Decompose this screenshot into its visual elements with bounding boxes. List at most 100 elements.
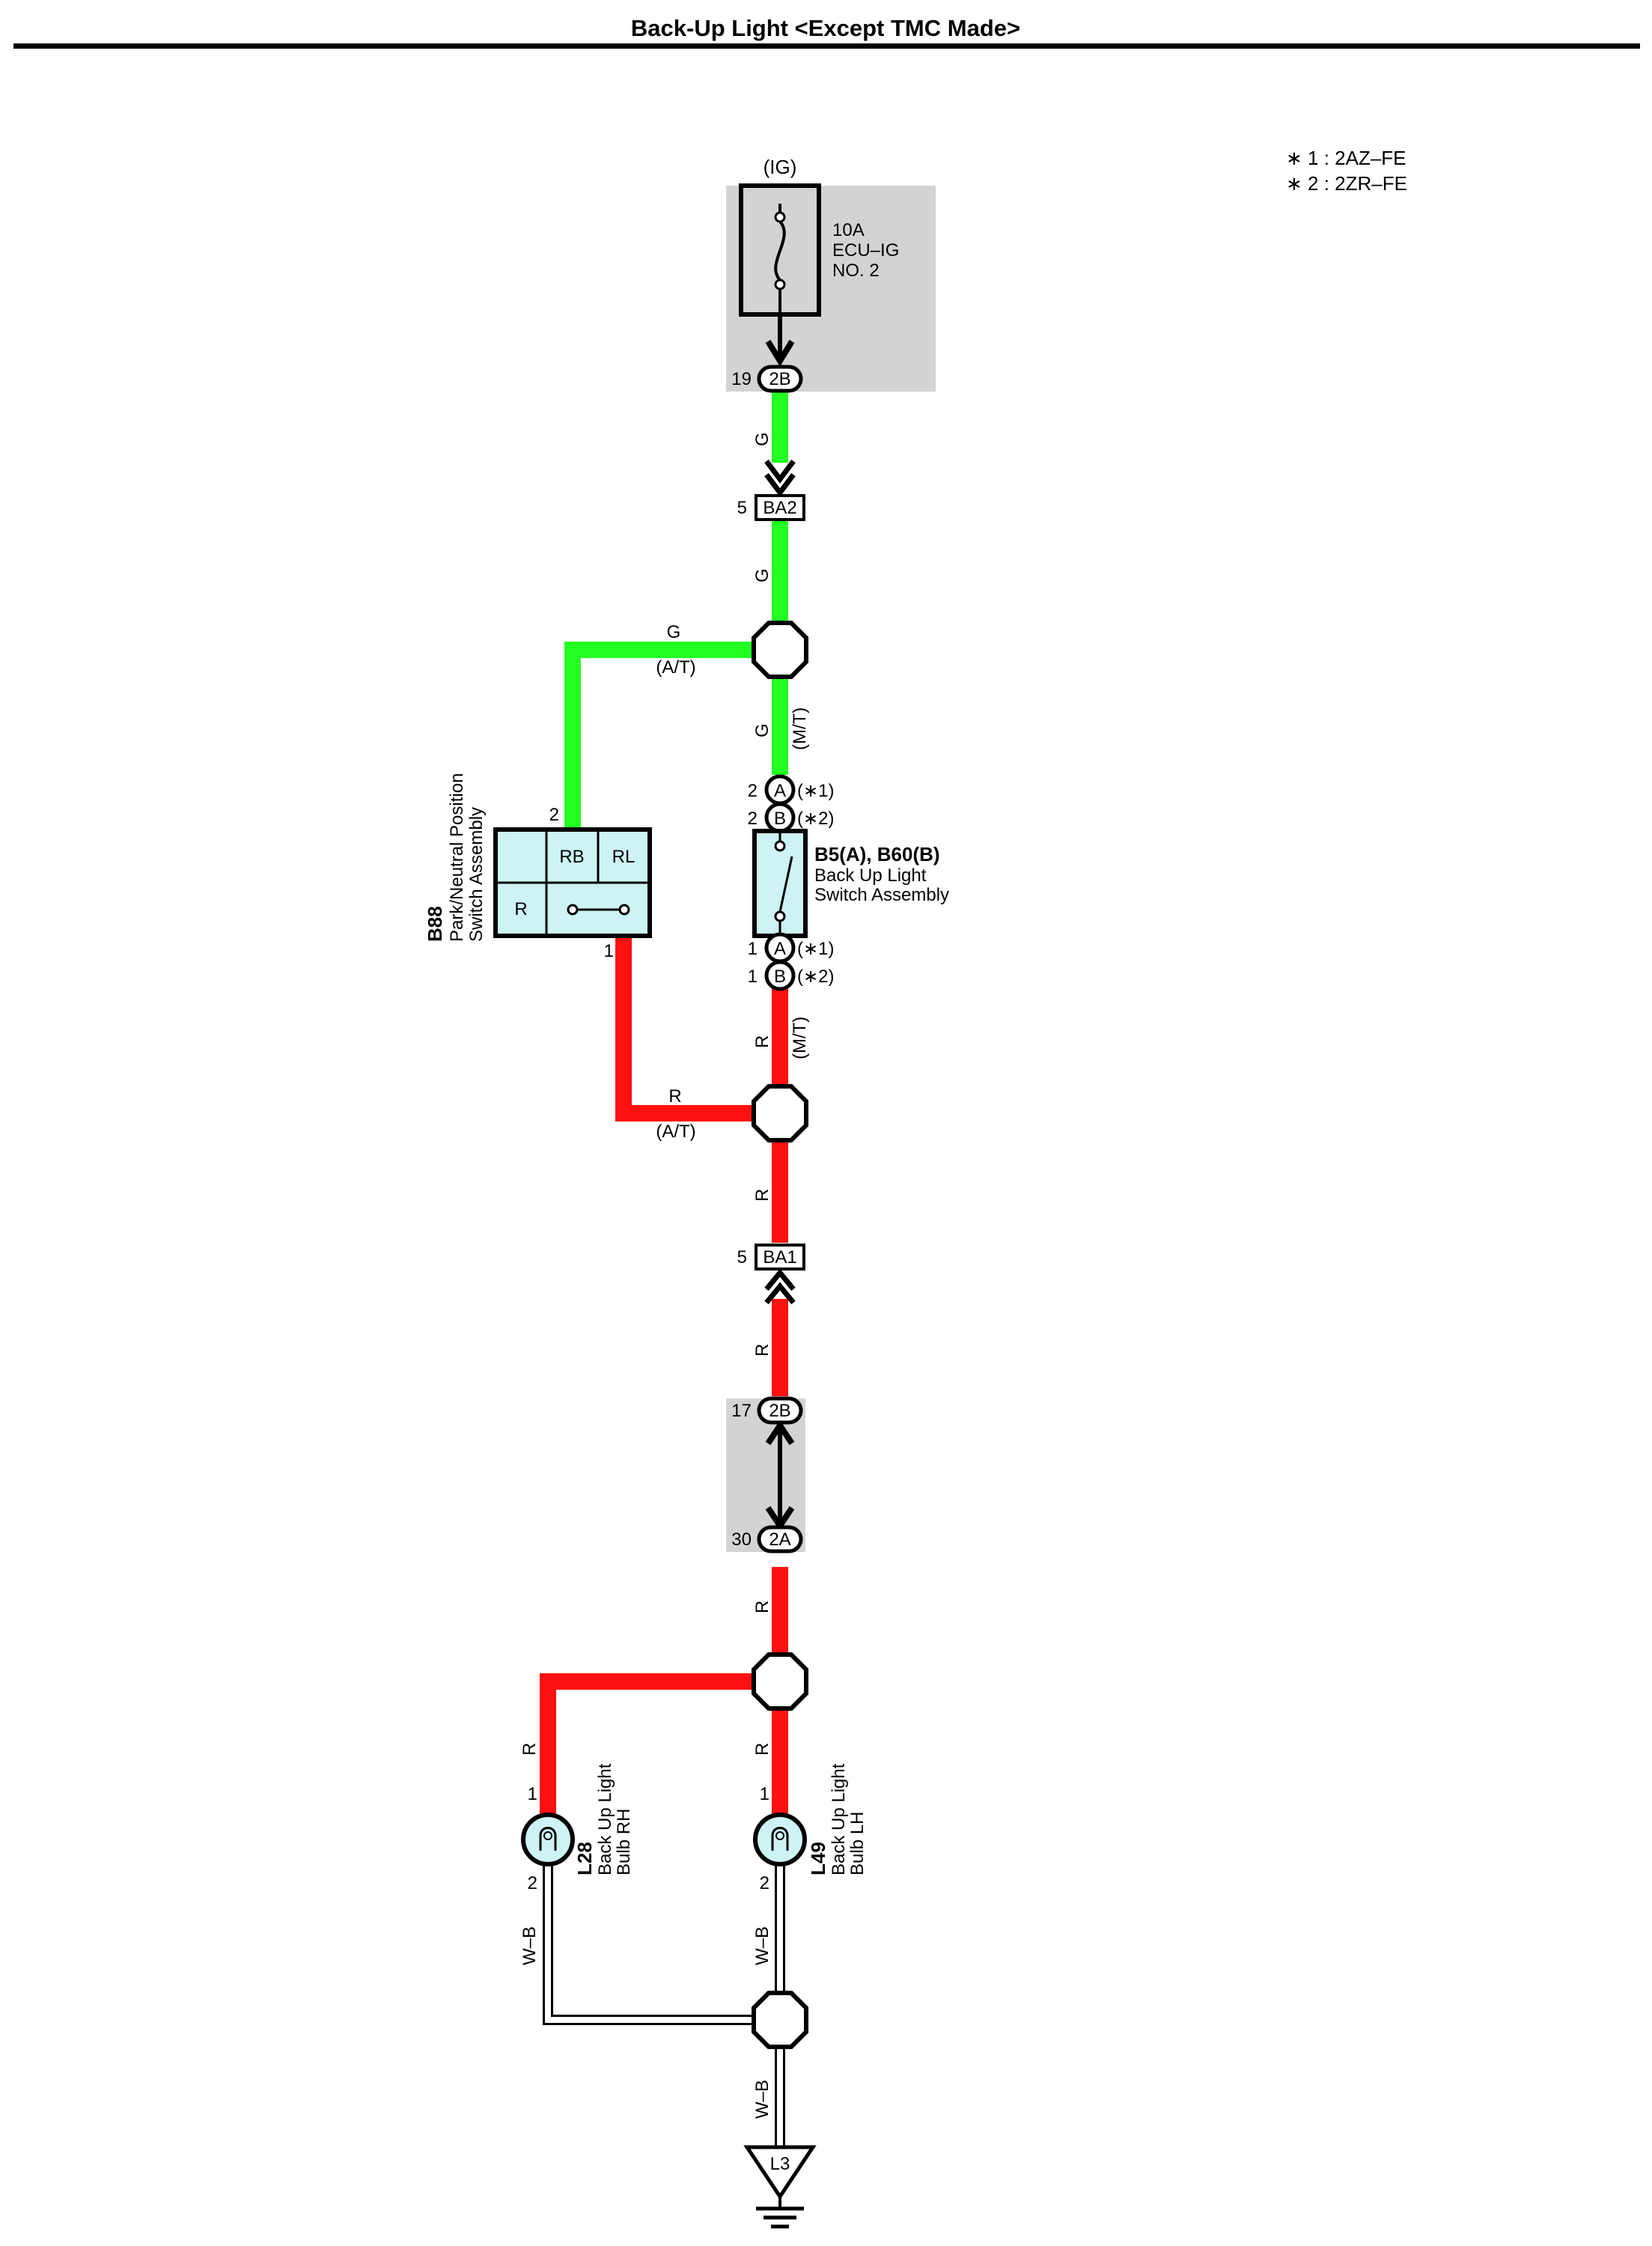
svg-text:Back Up Light: Back Up Light	[595, 1763, 615, 1875]
splice-junction-1	[752, 621, 808, 679]
svg-text:BA1: BA1	[763, 1247, 796, 1267]
backup-light-switch-assembly	[752, 829, 808, 938]
bulb-rh-label: L28 Back Up Light Bulb RH	[573, 1763, 634, 1875]
splice-junction-4	[752, 1991, 808, 2049]
backup-switch-note-a-top: (∗1)	[797, 781, 834, 801]
svg-text:2A: 2A	[769, 1530, 790, 1550]
svg-text:BA2: BA2	[763, 498, 796, 518]
svg-text:L3: L3	[770, 2154, 790, 2174]
fuse-rating: 10A	[832, 220, 865, 240]
connector-2a-pin: 30	[731, 1530, 752, 1550]
connector-ba1: BA1	[755, 1244, 805, 1270]
white-black-wires	[543, 1864, 785, 2147]
ig-source-label: (IG)	[763, 156, 797, 178]
fuse-name: ECU–IG	[832, 240, 899, 261]
wire-label-r-1: R	[752, 1189, 772, 1202]
wire-label-r-3: R	[752, 1601, 772, 1613]
fuse-number: NO. 2	[832, 261, 880, 281]
svg-text:B88: B88	[424, 906, 446, 942]
backup-switch-pin-b-top: B	[764, 802, 796, 833]
park-switch-pin-top: 2	[549, 805, 559, 825]
backup-switch-name-2: Switch Assembly	[814, 885, 949, 905]
backup-switch-name-1: Back Up Light	[814, 865, 927, 886]
backup-switch-code: B5(A), B60(B)	[814, 843, 940, 865]
engine-note-2: ∗ 2 : 2ZR–FE	[1286, 172, 1407, 195]
park-neutral-position-switch-assembly	[493, 827, 652, 938]
park-switch-cell-r: R	[514, 899, 527, 919]
ground-icon	[756, 2197, 804, 2229]
park-switch-cell-rb: RB	[559, 847, 584, 867]
connector-2b-lower: 2B	[757, 1396, 803, 1425]
splice-junction-2	[752, 1084, 808, 1142]
park-switch-cell-rl: RL	[612, 847, 635, 867]
svg-text:B: B	[774, 809, 786, 829]
wire-label-r-branch: R	[668, 1086, 681, 1107]
junction-arrow-up-icon	[765, 1419, 795, 1446]
backup-switch-pin-a-bottom-number: 1	[748, 939, 758, 959]
wire-label-wb-ground: W–B	[752, 2080, 772, 2119]
svg-text:A: A	[774, 939, 786, 959]
backup-switch-pin-a-bottom: A	[764, 932, 796, 964]
backup-switch-note-b-top: (∗2)	[797, 809, 834, 829]
connector-2b-upper: 2B	[757, 365, 803, 393]
bulb-lh-label: L49 Back Up Light Bulb LH	[807, 1763, 868, 1875]
fuse-output-arrow	[765, 339, 795, 367]
svg-text:Bulb LH: Bulb LH	[847, 1812, 868, 1875]
wire-label-mt-top: (M/T)	[790, 707, 810, 750]
splice-junction-3	[752, 1652, 808, 1711]
svg-text:Switch Assembly: Switch Assembly	[466, 807, 487, 942]
wire-label-at-bottom: (A/T)	[656, 1122, 695, 1142]
svg-text:B: B	[774, 967, 786, 987]
svg-text:L49: L49	[807, 1842, 829, 1875]
bulb-lh-pin1: 1	[760, 1784, 769, 1804]
svg-text:2B: 2B	[769, 1401, 790, 1421]
connector-ba2-pin: 5	[737, 498, 747, 518]
bulb-rh-pin1: 1	[528, 1784, 537, 1804]
wire-label-wb-rh: W–B	[519, 1926, 540, 1965]
bulb-lh-pin2: 2	[760, 1873, 769, 1893]
wire-label-r-2: R	[752, 1344, 772, 1357]
connector-ba2: BA2	[755, 494, 805, 521]
title-rule	[13, 43, 1640, 49]
wire-label-at-top: (A/T)	[656, 657, 695, 678]
svg-text:Park/Neutral Position: Park/Neutral Position	[447, 773, 467, 942]
svg-text:L28: L28	[573, 1842, 596, 1875]
svg-text:Back Up Light: Back Up Light	[829, 1763, 849, 1875]
red-wires	[540, 937, 788, 1816]
backup-switch-pin-a-top-number: 2	[748, 781, 758, 801]
wire-label-g-lower: G	[752, 723, 772, 737]
engine-note-1: ∗ 1 : 2AZ–FE	[1286, 147, 1406, 169]
backup-switch-note-a-bottom: (∗1)	[797, 939, 834, 959]
connector-ba1-pin: 5	[737, 1247, 747, 1267]
wire-label-g-upper: G	[752, 432, 772, 446]
backup-switch-note-b-bottom: (∗2)	[797, 967, 834, 987]
connector-2b-upper-pin: 19	[731, 369, 752, 389]
svg-text:Bulb RH: Bulb RH	[614, 1809, 634, 1875]
backup-light-bulb-rh	[521, 1813, 575, 1866]
ground-point-l3: L3	[743, 2145, 817, 2200]
backup-light-bulb-lh	[753, 1813, 807, 1866]
wire-label-g-middle: G	[752, 568, 772, 582]
ba2-chevron-icon	[764, 459, 796, 497]
diagram-title: Back-Up Light <Except TMC Made>	[631, 15, 1020, 41]
ba1-chevron-icon	[764, 1268, 796, 1305]
bulb-rh-pin2: 2	[528, 1873, 537, 1893]
park-switch-label: B88 Park/Neutral Position Switch Assembl…	[424, 773, 487, 942]
backup-switch-pin-b-top-number: 2	[748, 809, 758, 829]
wire-label-r-rh: R	[519, 1743, 540, 1756]
green-wires	[564, 389, 788, 830]
wire-label-wb-lh: W–B	[752, 1926, 772, 1965]
connector-2a: 2A	[757, 1525, 803, 1553]
fuse-block-background	[726, 186, 936, 392]
wire-label-r-mt: R	[752, 1035, 772, 1048]
park-switch-pin-bottom: 1	[604, 941, 614, 961]
wire-label-r-lh: R	[752, 1743, 772, 1756]
backup-switch-pin-b-bottom: B	[764, 960, 796, 991]
wire-label-g-branch: G	[667, 622, 681, 642]
connector-2b-lower-pin: 17	[731, 1401, 752, 1421]
backup-switch-pin-b-bottom-number: 1	[748, 967, 758, 987]
wire-label-mt-bottom: (M/T)	[790, 1017, 810, 1059]
svg-text:2B: 2B	[769, 369, 790, 389]
backup-switch-pin-a-top: A	[764, 774, 796, 806]
